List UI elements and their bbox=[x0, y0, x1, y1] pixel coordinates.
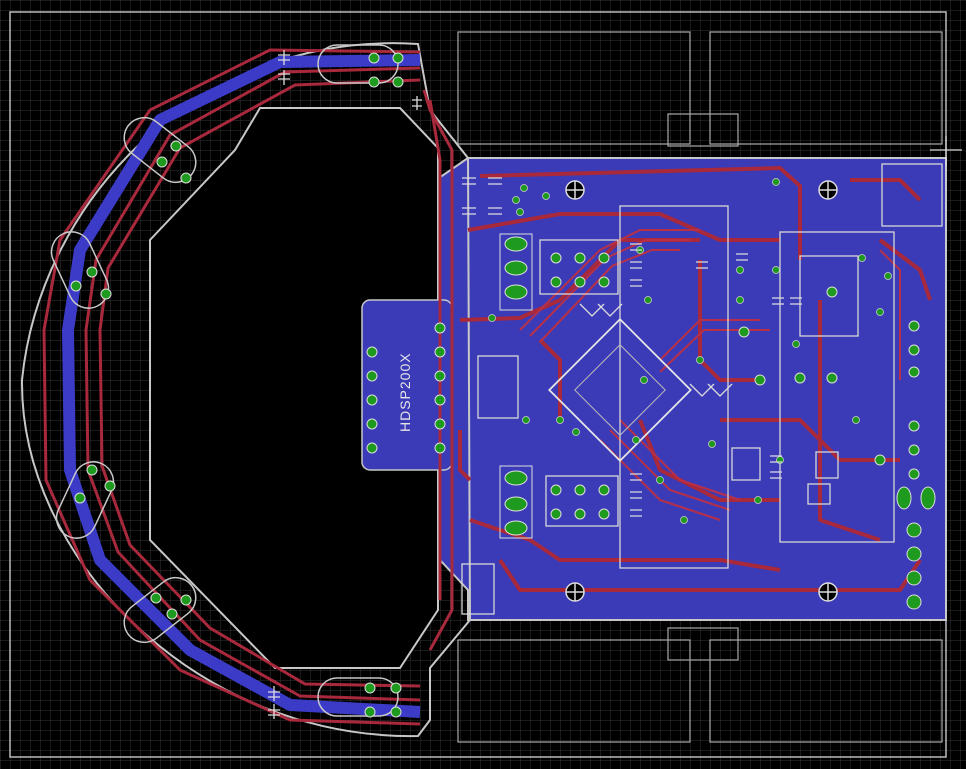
silkscreen-outlines bbox=[461, 163, 943, 615]
board-vias bbox=[488, 178, 892, 524]
ring-capacitors bbox=[268, 50, 422, 719]
mechanical-outlines bbox=[457, 31, 943, 743]
ring-traces-bottom bbox=[62, 54, 421, 718]
sensor-part-label: HDSP200X bbox=[397, 352, 413, 432]
ring-vias[interactable] bbox=[70, 52, 404, 718]
header-connectors[interactable] bbox=[499, 233, 936, 539]
smd-parts bbox=[462, 177, 802, 517]
mounting-holes bbox=[565, 180, 838, 602]
mcu-outline[interactable] bbox=[548, 318, 692, 462]
ring-sensor-pads bbox=[50, 44, 399, 717]
pin-rows[interactable] bbox=[366, 252, 922, 610]
crosshair-icon bbox=[930, 136, 962, 166]
